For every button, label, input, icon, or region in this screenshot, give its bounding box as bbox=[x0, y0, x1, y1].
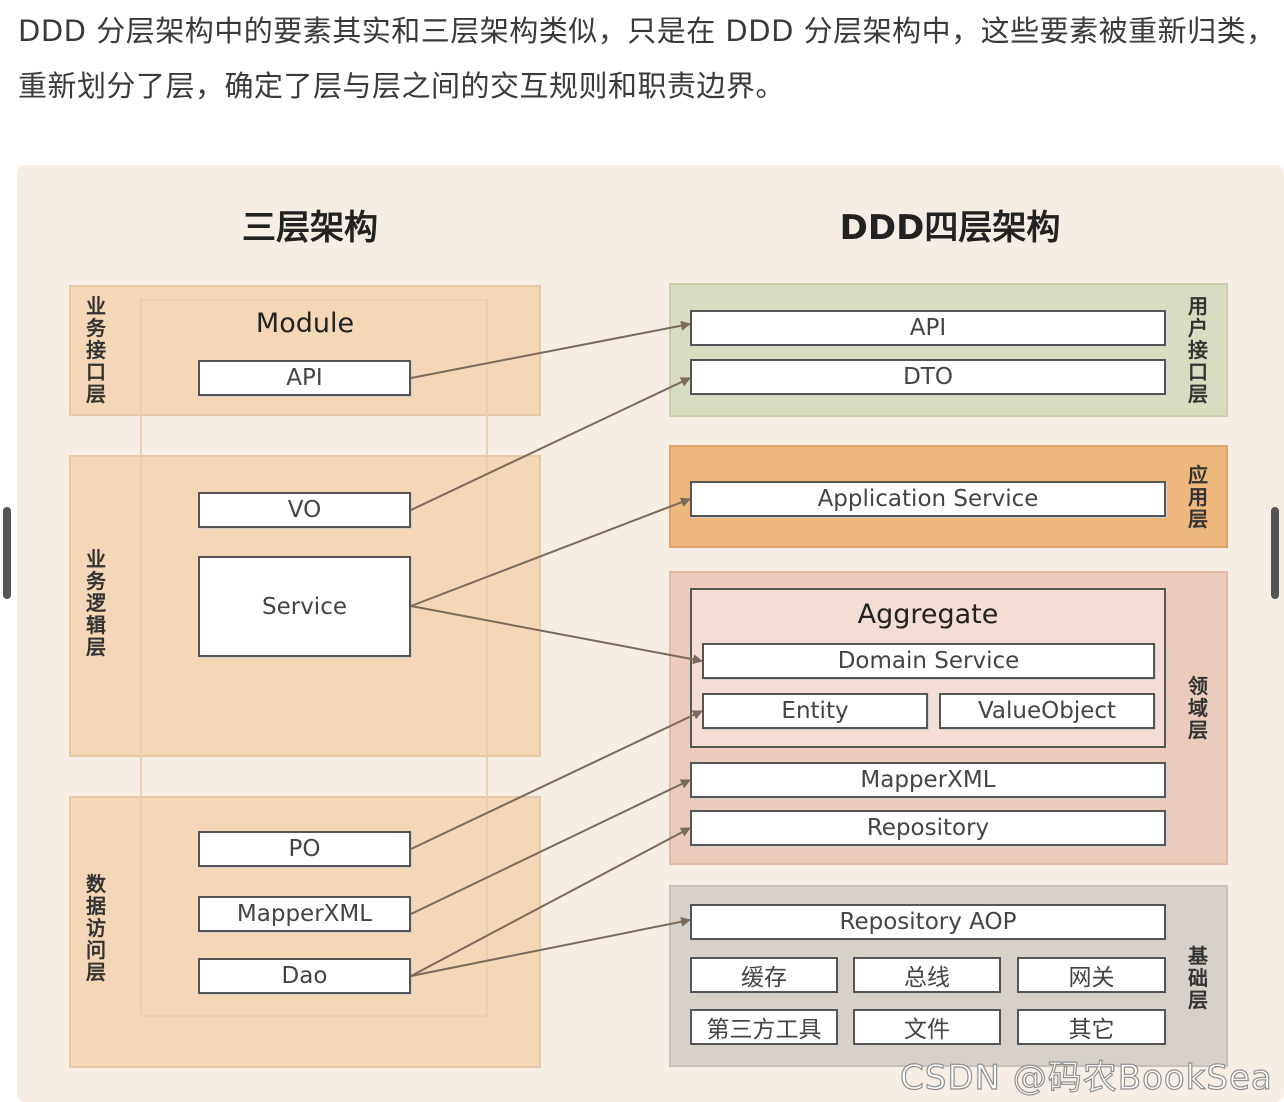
right-dto-box: DTO bbox=[690, 359, 1166, 395]
module-heading: Module bbox=[255, 308, 355, 339]
other-box: 其它 bbox=[1017, 1009, 1166, 1045]
arrow-dao-to-repository bbox=[410, 827, 691, 977]
arrow-vo-to-dto bbox=[410, 377, 691, 511]
application-service-box: Application Service bbox=[690, 481, 1166, 517]
left-service-box: Service bbox=[198, 556, 411, 657]
left-dao-box: Dao bbox=[198, 958, 411, 994]
repository-box: Repository bbox=[690, 810, 1166, 846]
entity-box: Entity bbox=[702, 693, 928, 729]
right-label-domain: 领域层 bbox=[1188, 674, 1208, 742]
right-mapperxml-box: MapperXML bbox=[690, 762, 1166, 798]
domain-service-box: Domain Service bbox=[702, 643, 1155, 679]
right-label-app: 应用层 bbox=[1188, 463, 1208, 531]
cache-box: 缓存 bbox=[690, 957, 838, 993]
right-label-ui: 用户接口层 bbox=[1188, 294, 1208, 406]
intro-paragraph: DDD 分层架构中的要素其实和三层架构类似，只是在 DDD 分层架构中，这些要素… bbox=[18, 14, 1276, 103]
left-scroll-handle[interactable] bbox=[3, 507, 11, 599]
arrow-po-to-entity bbox=[410, 710, 703, 850]
third-party-tools-box: 第三方工具 bbox=[690, 1009, 838, 1045]
left-label-interface: 业务接口层 bbox=[86, 294, 106, 406]
left-title: 三层架构 bbox=[242, 208, 378, 248]
left-mapperxml-box: MapperXML bbox=[198, 896, 411, 932]
left-api-box: API bbox=[198, 360, 411, 396]
aggregate-heading: Aggregate bbox=[857, 599, 999, 630]
module-frame bbox=[140, 299, 488, 1017]
right-scroll-handle[interactable] bbox=[1271, 507, 1279, 599]
arrow-api-to-api bbox=[410, 320, 691, 379]
bus-box: 总线 bbox=[853, 957, 1001, 993]
left-label-data: 数据访问层 bbox=[86, 872, 106, 984]
left-po-box: PO bbox=[198, 831, 411, 867]
right-api-box: API bbox=[690, 310, 1166, 346]
arrow-mapperxml-to-mapperxml bbox=[410, 779, 691, 915]
arrow-service-to-domain-service bbox=[410, 605, 703, 665]
csdn-watermark: CSDN @码农BookSea bbox=[899, 1057, 1273, 1098]
gateway-box: 网关 bbox=[1017, 957, 1166, 993]
file-box: 文件 bbox=[853, 1009, 1001, 1045]
left-label-logic: 业务逻辑层 bbox=[86, 547, 106, 659]
arrow-service-to-app-service bbox=[410, 497, 691, 607]
repository-aop-box: Repository AOP bbox=[690, 904, 1166, 940]
arrow-dao-to-repository-aop bbox=[410, 916, 691, 977]
right-label-infra: 基础层 bbox=[1188, 944, 1208, 1012]
left-vo-box: VO bbox=[198, 492, 411, 528]
right-title: DDD四层架构 bbox=[839, 208, 1061, 248]
value-object-box: ValueObject bbox=[939, 693, 1155, 729]
